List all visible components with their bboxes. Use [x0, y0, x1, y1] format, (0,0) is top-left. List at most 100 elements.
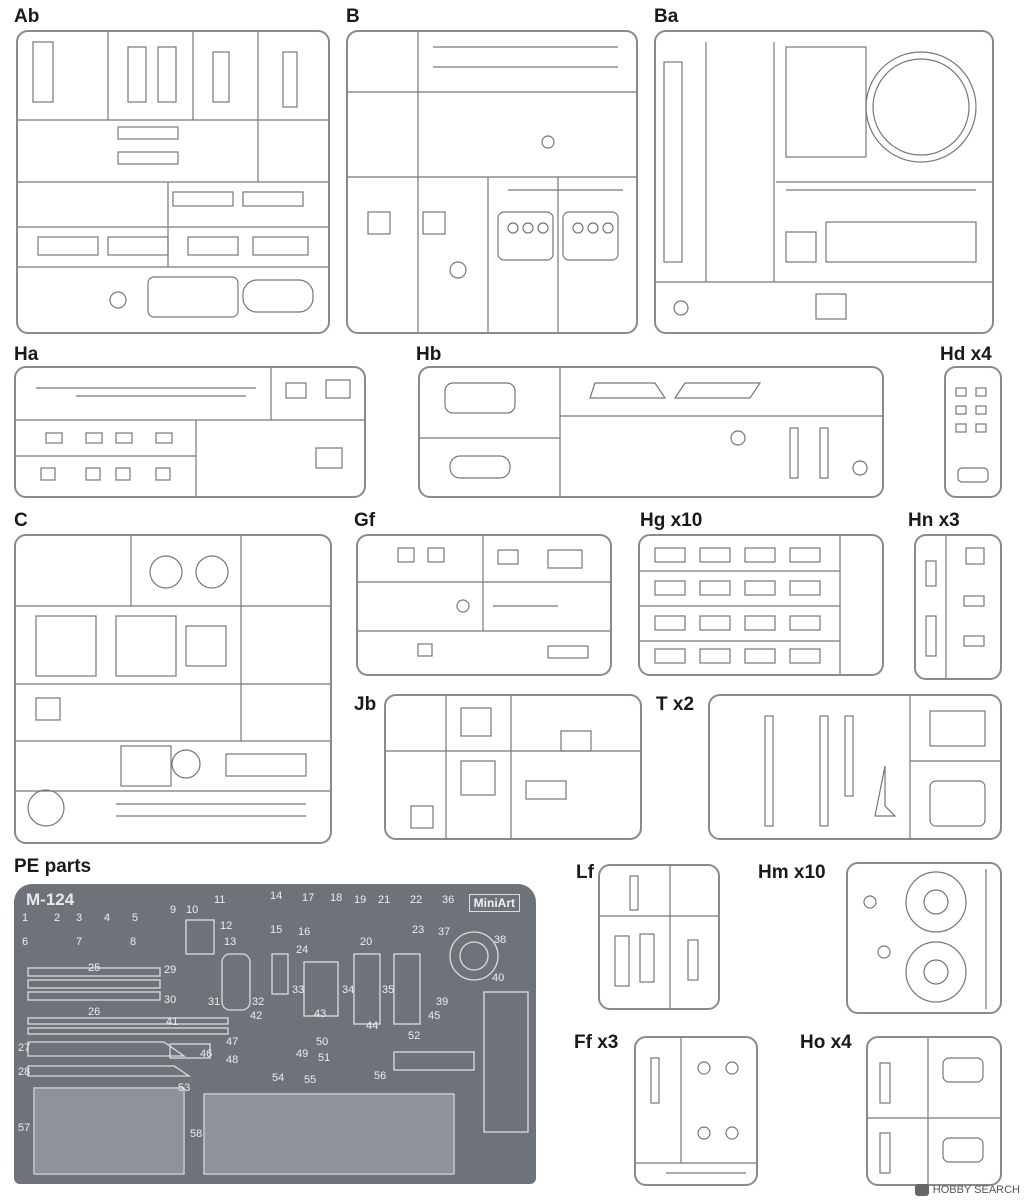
pe-part-number: 54: [272, 1072, 285, 1084]
hobby-search-logo-icon: [914, 1184, 929, 1196]
sprue-label-hb: Hb: [416, 344, 442, 365]
pe-part-number: 37: [438, 926, 451, 938]
pe-part-number: 40: [492, 972, 505, 984]
sprue-label-hm: Hm x10: [758, 862, 826, 883]
pe-part-number: 5: [132, 912, 139, 924]
pe-part-number: 12: [220, 920, 233, 932]
pe-part-number: 26: [88, 1006, 101, 1018]
sprue-b-drawing: [348, 32, 636, 332]
pe-part-number: 35: [382, 984, 395, 996]
pe-part-number: 49: [296, 1048, 309, 1060]
sprue-label-t: T x2: [656, 694, 695, 715]
pe-part-number: 58: [190, 1128, 203, 1140]
sprue-ho-drawing: [868, 1038, 1000, 1184]
sprue-frame-ab: [16, 30, 330, 334]
pe-part-number: 25: [88, 962, 101, 974]
pe-part-number: 39: [436, 996, 449, 1008]
sprue-label-c: C: [14, 510, 28, 531]
sprue-label-hn: Hn x3: [908, 510, 960, 531]
sprue-lf-drawing: [600, 866, 718, 1008]
pe-part-number: 21: [378, 894, 391, 906]
pe-part-number: 17: [302, 892, 315, 904]
sprue-frame-b: [346, 30, 638, 334]
pe-part-number: 3: [76, 912, 83, 924]
pe-part-number: 13: [224, 936, 237, 948]
sprue-frame-ff: [634, 1036, 758, 1186]
hobby-search-watermark: HOBBY SEARCH: [914, 1184, 1020, 1196]
sprue-label-ho: Ho x4: [800, 1032, 852, 1053]
pe-part-number: 43: [314, 1008, 327, 1020]
pe-part-number: 50: [316, 1036, 329, 1048]
sprue-label-jb: Jb: [354, 694, 377, 715]
pe-part-number: 4: [104, 912, 111, 924]
pe-part-number: 36: [442, 894, 455, 906]
pe-part-number: 32: [252, 996, 265, 1008]
sprue-frame-hg: [638, 534, 884, 676]
sprue-label-lf: Lf: [576, 862, 594, 883]
pe-part-number: 52: [408, 1030, 421, 1042]
sprue-label-gf: Gf: [354, 510, 376, 531]
pe-part-number: 34: [342, 984, 355, 996]
sprue-label-ff: Ff x3: [574, 1032, 619, 1053]
pe-sheet-drawing: [27, 919, 529, 1175]
pe-part-number: 38: [494, 934, 507, 946]
sprue-ba-drawing: [656, 42, 992, 320]
pe-part-number: 22: [410, 894, 423, 906]
pe-part-number: 18: [330, 892, 343, 904]
sprue-frame-jb: [384, 694, 642, 840]
sprue-frame-t: [708, 694, 1002, 840]
sprue-t-drawing: [764, 696, 1000, 838]
pe-sheet-title: M-124: [26, 890, 75, 909]
sprue-label-hd: Hd x4: [940, 344, 992, 365]
pe-part-number: 20: [360, 936, 373, 948]
pe-part-number: 47: [226, 1036, 239, 1048]
pe-part-number: 16: [298, 926, 311, 938]
pe-part-number: 28: [18, 1066, 31, 1078]
pe-part-number: 55: [304, 1074, 317, 1086]
pe-part-number: 57: [18, 1122, 31, 1134]
pe-part-number: 11: [214, 894, 226, 906]
sprue-gf-drawing: [358, 536, 610, 659]
sprue-label-ha: Ha: [14, 344, 39, 365]
pe-part-number: 33: [292, 984, 305, 996]
sprue-label-ab: Ab: [14, 6, 40, 27]
sprue-hd-drawing: [955, 387, 989, 483]
sprue-label-ba: Ba: [654, 6, 679, 27]
sprue-ff-drawing: [636, 1038, 756, 1174]
pe-part-number: 24: [296, 944, 309, 956]
sprue-hb-drawing: [420, 368, 882, 496]
sprue-label-hg: Hg x10: [640, 510, 703, 531]
sprue-jb-drawing: [386, 696, 640, 838]
sprue-ha-drawing: [16, 368, 364, 496]
pe-part-number: 23: [412, 924, 425, 936]
pe-part-number: 53: [178, 1082, 191, 1094]
pe-part-number: 44: [366, 1020, 379, 1032]
pe-part-number: 31: [208, 996, 221, 1008]
pe-part-number: 51: [318, 1052, 331, 1064]
sprue-hg-drawing: [640, 536, 841, 674]
sprue-ab-drawing: [18, 32, 328, 318]
sprue-frame-hb: [418, 366, 884, 498]
sprue-frame-hn: [914, 534, 1002, 680]
pe-part-number: 29: [164, 964, 177, 976]
pe-part-number: 46: [200, 1048, 213, 1060]
pe-part-number: 6: [22, 936, 29, 948]
sprue-frame-c: [14, 534, 332, 844]
sprue-frame-ha: [14, 366, 366, 498]
pe-part-number: 10: [186, 904, 199, 916]
pe-part-number: 56: [374, 1070, 387, 1082]
sprue-frame-gf: [356, 534, 612, 676]
pe-part-number: 48: [226, 1054, 239, 1066]
sprue-frame-ba: [654, 30, 994, 334]
pe-part-number: 42: [250, 1010, 263, 1022]
miniart-logo: MiniArt: [468, 894, 520, 912]
pe-part-number: 7: [76, 936, 83, 948]
pe-part-number: 30: [164, 994, 177, 1006]
pe-part-number: 15: [270, 924, 283, 936]
pe-part-number: 1: [22, 912, 29, 924]
sprue-label-pe: PE parts: [14, 856, 92, 877]
sprue-frame-lf: [598, 864, 720, 1010]
pe-part-number: 45: [428, 1010, 441, 1022]
sprue-frame-hd: [944, 366, 1002, 498]
sprue-hm-drawing: [863, 869, 987, 1009]
